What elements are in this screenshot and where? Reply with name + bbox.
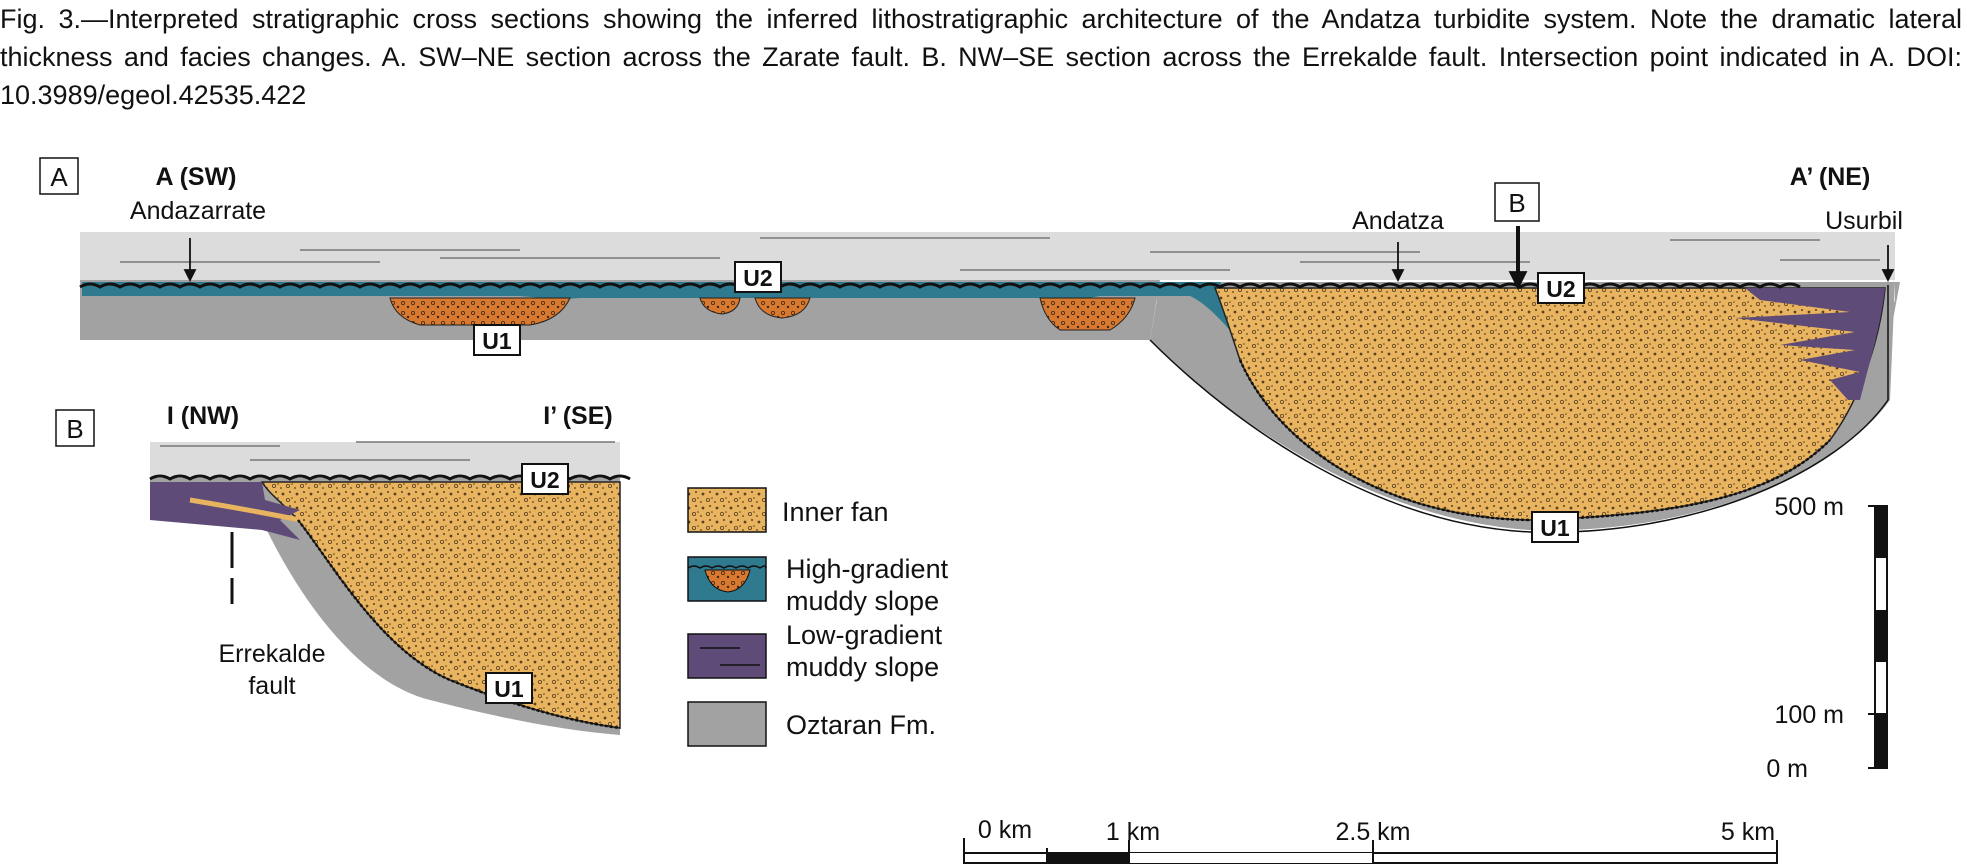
unit-u2-label-a2: U2 [1546, 276, 1575, 302]
locality-usurbil: Usurbil [1825, 207, 1903, 235]
locality-andazarrate: Andazarrate [130, 197, 266, 225]
unit-u2-label-b: U2 [530, 467, 559, 493]
intersection-marker-box [1494, 182, 1540, 222]
unconformity-u1-b [297, 519, 621, 730]
panel-b-label-box [55, 409, 95, 447]
fault-label-line2: fault [248, 672, 295, 700]
panel-b-section [149, 441, 631, 735]
fault-label-line1: Errekalde [219, 640, 326, 668]
panel-a-labels: A A (SW) A’ (NE) Andazarrate Andatza Usu… [39, 157, 1903, 543]
vscale-label-100: 100 m [1775, 701, 1844, 729]
vscale-label-500: 500 m [1775, 493, 1844, 521]
u1-box-b [485, 672, 533, 704]
intersection-marker: B [1508, 188, 1525, 218]
channel-fill-a1 [389, 297, 571, 326]
legend-swatches [687, 487, 767, 747]
panel-b-labels: B I (NW) I’ (SE) Errekalde fault U2 U1 [55, 402, 613, 704]
hscale-label-5: 5 km [1721, 818, 1775, 846]
legend-swatch-low-gradient [687, 633, 767, 679]
unit-u1-label-a1: U1 [482, 328, 512, 354]
hscale-label-0: 0 km [978, 816, 1032, 844]
hscale-label-2-5: 2.5 km [1335, 818, 1410, 846]
panel-a-sw-end: A (SW) [156, 163, 237, 191]
cover-strata-lines-a [120, 237, 1880, 271]
unconformity-u2-a [79, 282, 1801, 289]
unit-u1-label-a2: U1 [1540, 515, 1570, 541]
u2-box-b [521, 463, 569, 495]
vscale-label-0: 0 m [1766, 755, 1808, 783]
low-gradient-slope-b [150, 482, 300, 540]
u2-box-a1 [734, 261, 782, 293]
panel-a-label-box [39, 157, 79, 195]
u1-box-a1 [473, 324, 521, 356]
horizontal-scale-bar: 0 km 1 km 2.5 km 5 km [963, 816, 1778, 864]
low-gradient-slope-a [1735, 288, 1885, 400]
unit-u1-label-b: U1 [494, 676, 524, 702]
legend-label-high-gradient: High-gradient muddy slope [786, 554, 949, 616]
vertical-scale-bar: 500 m 100 m 0 m [1766, 493, 1888, 783]
unit-u2-label-a1: U2 [743, 265, 772, 291]
locality-arrows-a [183, 226, 1895, 291]
u1-box-a2 [1531, 511, 1579, 543]
hscale-label-1: 1 km [1106, 818, 1160, 846]
panel-b-label: B [66, 414, 83, 444]
locality-andatza: Andatza [1352, 207, 1444, 235]
u2-box-a2 [1537, 272, 1585, 304]
high-gradient-slope-a [82, 282, 1270, 360]
upper-cover-a [80, 232, 1895, 280]
panel-b-nw-end: I (NW) [167, 402, 239, 430]
panel-a-ne-end: A’ (NE) [1790, 163, 1871, 191]
panel-b-se-end: I’ (SE) [543, 402, 612, 430]
legend-swatch-inner-fan [687, 487, 767, 533]
legend-swatch-oztaran [687, 701, 767, 747]
figure-caption: Fig. 3.—Interpreted stratigraphic cross … [0, 4, 1962, 110]
panel-a-label: A [50, 162, 68, 192]
legend-label-inner-fan: Inner fan [782, 497, 889, 527]
legend-swatch-high-gradient [687, 556, 767, 602]
legend-label-low-gradient: Low-gradient muddy slope [786, 620, 943, 682]
legend-label-oztaran: Oztaran Fm. [786, 710, 937, 740]
panel-a-section [79, 226, 1900, 533]
